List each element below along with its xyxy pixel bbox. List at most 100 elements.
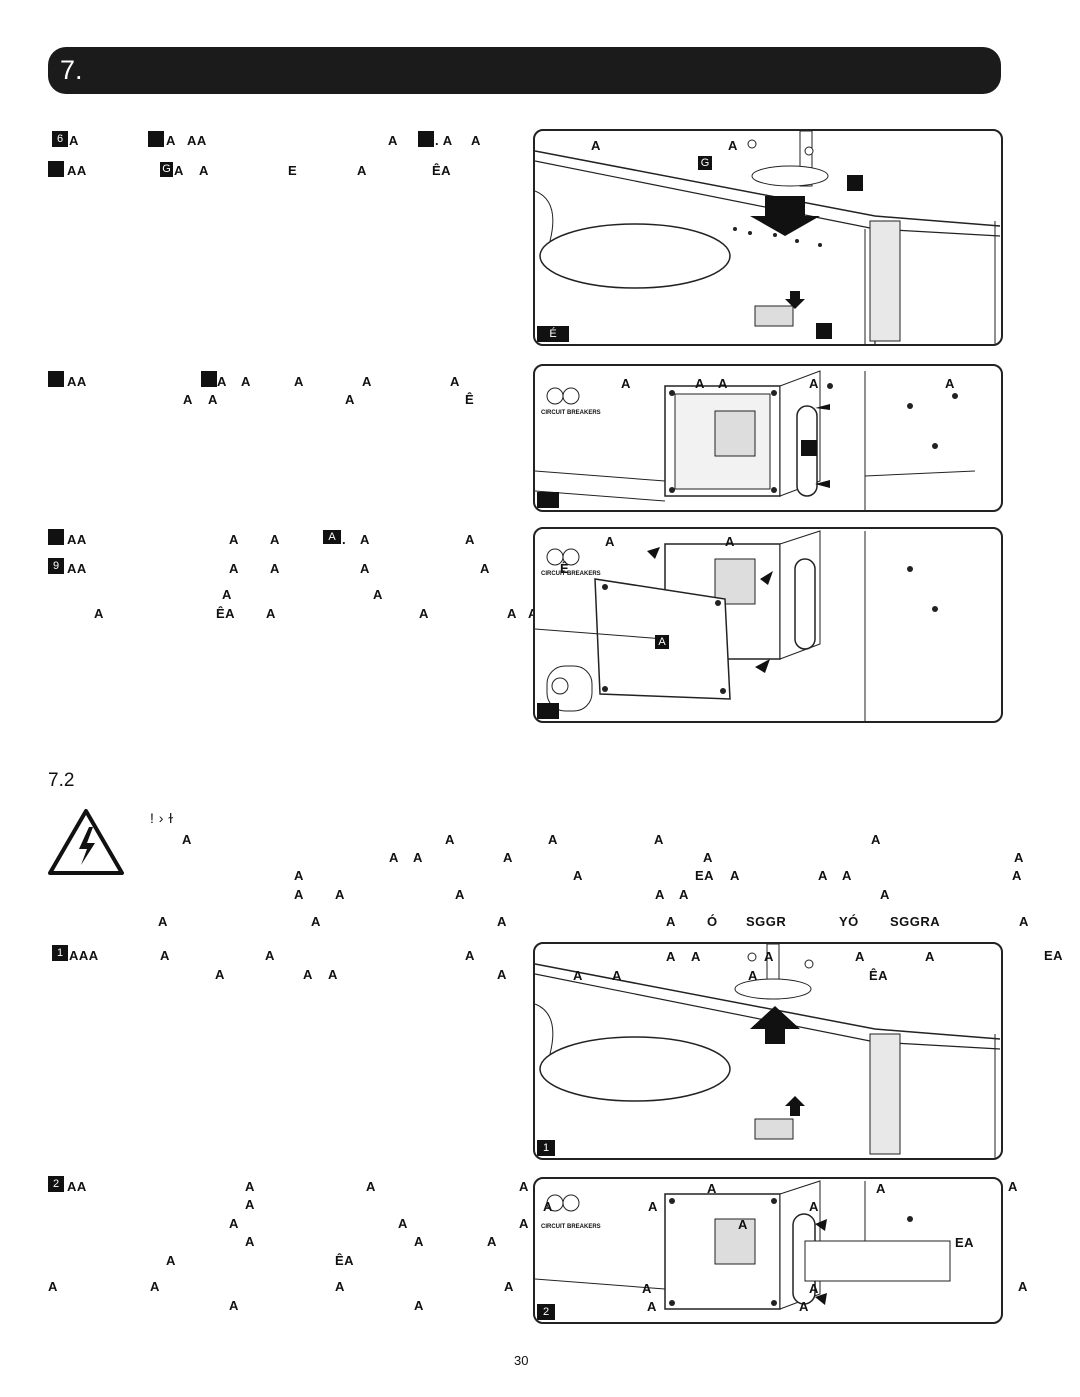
warning-text: A: [335, 887, 345, 902]
warning-text: A: [818, 868, 828, 883]
text-fragment: Ê: [465, 392, 475, 407]
a-label-badge: A: [323, 530, 341, 544]
warning-text: A: [413, 850, 423, 865]
panel-label: A: [738, 1217, 748, 1232]
breaker-cover-drawing: [535, 530, 938, 721]
panel-label: A: [855, 949, 865, 964]
panel-label: A: [809, 376, 819, 391]
text-fragment: A: [504, 1279, 514, 1294]
text-fragment: A: [366, 1179, 376, 1194]
text-fragment: A: [450, 374, 460, 389]
text-fragment: EA: [1044, 948, 1064, 963]
text-fragment: AA: [187, 133, 207, 148]
warning-text: A: [842, 868, 852, 883]
text-fragment: AA: [67, 532, 87, 547]
text-fragment: ÊA: [432, 163, 452, 178]
panel-label: A: [621, 376, 631, 391]
warning-text: A: [503, 850, 513, 865]
warning-text: SGGR: [746, 914, 787, 929]
panel-label: A: [647, 1299, 657, 1314]
text-fragment: A: [166, 1253, 176, 1268]
text-fragment: . A: [435, 133, 453, 148]
warning-text: A: [871, 832, 881, 847]
text-fragment: A: [1018, 1279, 1028, 1294]
text-fragment: A: [360, 561, 370, 576]
panel-label: A: [718, 376, 728, 391]
circuit-breakers-label: CIRCUIT BREAKERS: [541, 410, 601, 416]
text-fragment: A: [265, 948, 275, 963]
text-fragment: A: [266, 606, 276, 621]
panel-label: A: [748, 968, 758, 983]
text-fragment: A: [270, 561, 280, 576]
panel-label: A: [925, 949, 935, 964]
text-fragment: A: [360, 532, 370, 547]
text-fragment: ÊA: [216, 606, 236, 621]
circuit-breakers-label: CIRCUIT BREAKERS: [541, 571, 601, 577]
panel-label: A: [728, 138, 738, 153]
text-fragment: A: [208, 392, 218, 407]
warning-text: A: [389, 850, 399, 865]
warning-text: A: [703, 850, 713, 865]
text-fragment: A: [497, 967, 507, 982]
illustration-panel-install-3: CIRCUIT BREAKERS A A Ê A: [533, 527, 1003, 723]
text-fragment: A: [217, 374, 227, 389]
illustration-panel-remove-1: A A A A A A A A ÊA 1: [533, 942, 1003, 1160]
section-title: 7.2: [48, 770, 75, 791]
panel-label: A: [691, 949, 701, 964]
text-fragment: AAA: [69, 948, 99, 963]
text-fragment: A: [519, 1216, 529, 1231]
warning-text: YÓ: [839, 914, 859, 929]
panel-label: A: [876, 1181, 886, 1196]
text-fragment: A: [222, 587, 232, 602]
callout-badge: [801, 440, 817, 456]
warning-text: A: [311, 914, 321, 929]
warning-text: EA: [695, 868, 715, 883]
text-fragment: A: [94, 606, 104, 621]
panel-label: A: [591, 138, 601, 153]
text-fragment: AA: [67, 1179, 87, 1194]
step-badge: [148, 131, 164, 147]
text-fragment: .: [342, 532, 347, 547]
panel-label: ÊA: [869, 968, 889, 983]
cabinet-drawing: [535, 131, 1001, 344]
figure-label: [537, 492, 559, 508]
callout-badge: [847, 175, 863, 191]
text-fragment: A: [419, 606, 429, 621]
warning-text: A: [679, 887, 689, 902]
panel-label: Ê: [560, 561, 570, 576]
panel-label: A: [764, 949, 774, 964]
text-fragment: A: [215, 967, 225, 982]
text-fragment: A: [229, 561, 239, 576]
text-fragment: A: [487, 1234, 497, 1249]
conduit-removal-drawing: [535, 1180, 951, 1310]
warning-text: A: [654, 832, 664, 847]
text-fragment: A: [303, 967, 313, 982]
panel-label: A: [695, 376, 705, 391]
circuit-breakers-label: CIRCUIT BREAKERS: [541, 1224, 601, 1230]
text-fragment: A: [229, 532, 239, 547]
page-number: 30: [514, 1353, 529, 1368]
panel-label: A: [809, 1199, 819, 1214]
warning-text: A: [1014, 850, 1024, 865]
text-fragment: A: [519, 1179, 529, 1194]
panel-label: A: [725, 534, 735, 549]
warning-text: A: [655, 887, 665, 902]
warning-text: Ó: [707, 914, 718, 929]
text-fragment: A: [465, 948, 475, 963]
text-fragment: A: [270, 532, 280, 547]
text-fragment: AA: [67, 561, 87, 576]
text-fragment: A: [245, 1179, 255, 1194]
text-fragment: A: [48, 1279, 58, 1294]
warning-text: A: [497, 914, 507, 929]
text-fragment: A: [183, 392, 193, 407]
warning-text: A: [182, 832, 192, 847]
warning-text: A: [1019, 914, 1029, 929]
warning-text: A: [730, 868, 740, 883]
step-badge: [48, 161, 64, 177]
text-fragment: A: [174, 163, 184, 178]
panel-label: A: [642, 1281, 652, 1296]
warning-text: A: [1012, 868, 1022, 883]
warning-heading: ! › ɫ: [150, 810, 174, 826]
text-fragment: A: [471, 133, 481, 148]
warning-text: A: [455, 887, 465, 902]
